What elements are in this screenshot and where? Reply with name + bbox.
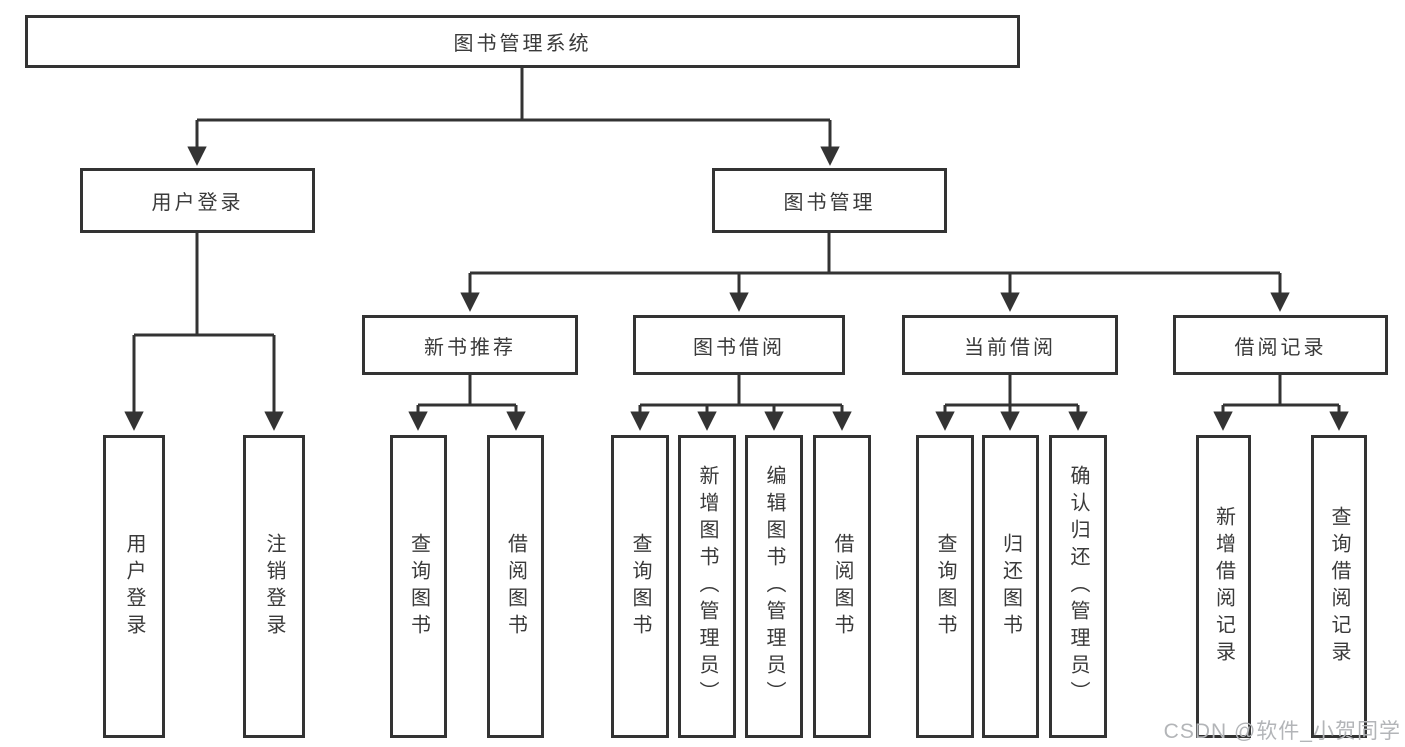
- leaf-br-add-borrow-record: 新增借阅记录: [1196, 435, 1251, 738]
- leaf-nbr-query-books: 查询图书: [390, 435, 447, 738]
- node-label: 图书借阅: [693, 336, 785, 359]
- node-label: 新增图书（管理员）: [696, 465, 718, 708]
- node-label: 编辑图书（管理员）: [763, 465, 785, 708]
- leaf-logout: 注销登录: [243, 435, 305, 738]
- node-label: 图书管理: [783, 192, 876, 214]
- node-label: 借阅记录: [1234, 336, 1327, 359]
- node-label: 注销登录: [263, 532, 285, 641]
- node-label: 当前借阅: [964, 336, 1056, 359]
- node-label: 用户登录: [123, 532, 145, 641]
- node-user-login: 用户登录: [80, 168, 315, 233]
- node-label: 借阅图书: [504, 532, 527, 641]
- leaf-nbr-borrow-books: 借阅图书: [487, 435, 544, 738]
- leaf-cb-confirm-return-admin: 确认归还（管理员）: [1049, 435, 1107, 738]
- node-label: 新书推荐: [424, 336, 516, 359]
- connector-line: [640, 375, 842, 407]
- connector-line: [418, 375, 516, 407]
- connector-line: [945, 375, 1078, 407]
- leaf-bb-add-books-admin: 新增图书（管理员）: [678, 435, 736, 738]
- node-book-borrowing: 图书借阅: [633, 315, 845, 375]
- node-current-borrowing: 当前借阅: [902, 315, 1118, 375]
- csdn-watermark: CSDN @软件_小贺同学: [1163, 720, 1401, 743]
- connector-line: [470, 233, 1280, 275]
- connector-line: [197, 68, 830, 122]
- leaf-br-query-borrow-record: 查询借阅记录: [1311, 435, 1367, 738]
- node-label: 归还图书: [999, 532, 1022, 641]
- leaf-cb-return-books: 归还图书: [982, 435, 1039, 738]
- leaf-bb-query-books: 查询图书: [611, 435, 669, 738]
- leaf-cb-query-books: 查询图书: [916, 435, 974, 738]
- node-label: 新增借阅记录: [1212, 505, 1235, 668]
- node-label: 查询图书: [407, 532, 430, 641]
- node-label: 查询图书: [934, 532, 956, 641]
- connector-line: [1223, 375, 1339, 407]
- node-label: 查询借阅记录: [1328, 505, 1350, 668]
- connector-line: [134, 233, 274, 337]
- node-new-book-recommendation: 新书推荐: [362, 315, 578, 375]
- node-book-management: 图书管理: [712, 168, 947, 233]
- node-label: 借阅图书: [831, 532, 853, 641]
- leaf-user-login: 用户登录: [103, 435, 165, 738]
- node-label: 用户登录: [151, 192, 244, 214]
- leaf-bb-edit-books-admin: 编辑图书（管理员）: [745, 435, 803, 738]
- node-borrowing-records: 借阅记录: [1173, 315, 1388, 375]
- node-label: 查询图书: [629, 532, 651, 641]
- node-label: 图书管理系统: [453, 33, 592, 55]
- leaf-bb-borrow-books: 借阅图书: [813, 435, 871, 738]
- node-library-management-system: 图书管理系统: [25, 15, 1020, 68]
- node-label: 确认归还（管理员）: [1067, 465, 1089, 708]
